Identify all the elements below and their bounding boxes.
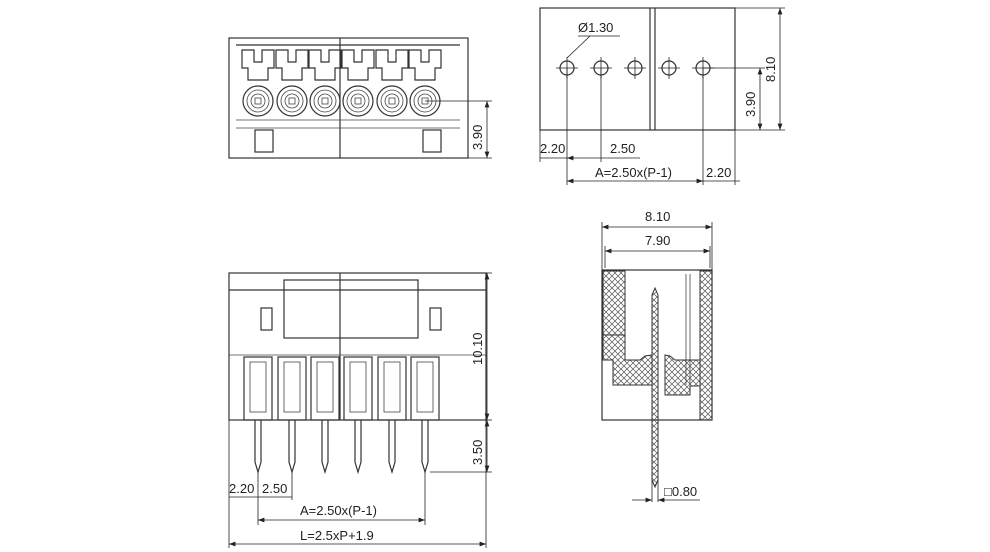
pin [421, 420, 429, 475]
latch [308, 49, 342, 81]
pin-housing [277, 356, 307, 421]
pin-slot [383, 361, 401, 413]
side-pin-dim: 3.50 [470, 440, 485, 465]
section-inner-dim: 7.90 [645, 233, 670, 248]
terminal-outer [376, 85, 408, 117]
top-view: Ø1.30 8.10 3.90 2.20 2.50 A=2.50x(P-1) 2… [539, 7, 785, 185]
side-height-dim: 10.10 [470, 332, 485, 365]
pin [388, 420, 396, 475]
pin [254, 420, 262, 475]
pin-slot [283, 361, 301, 413]
side-length-dim: L=2.5xP+1.9 [300, 528, 374, 543]
pin-housing [343, 356, 373, 421]
terminal-inner [284, 93, 300, 109]
terminal-outer [342, 85, 374, 117]
front-view: 3.90 [228, 37, 492, 159]
latch [375, 49, 409, 81]
terminal-inner [384, 93, 400, 109]
pin [321, 420, 329, 475]
terminal-outer [242, 85, 274, 117]
pin-slot [249, 361, 267, 413]
pin-slot [316, 361, 334, 413]
side-left-dim: 2.20 [229, 481, 254, 496]
latch [275, 49, 309, 81]
side-span-dim: A=2.50x(P-1) [300, 503, 377, 518]
section-pin-dim: □0.80 [664, 484, 697, 499]
terminal-inner [350, 93, 366, 109]
pin-square [321, 97, 329, 105]
pin-square [388, 97, 396, 105]
terminal-ring [280, 89, 304, 113]
top-right-dim: 2.20 [706, 165, 731, 180]
side-pitch-dim: 2.50 [262, 481, 287, 496]
pin-square [354, 97, 362, 105]
section-outer-dim: 8.10 [645, 209, 670, 224]
pin-square [288, 97, 296, 105]
front-height-dim: 3.90 [470, 125, 485, 150]
top-left-dim: 2.20 [540, 141, 565, 156]
pin-slot [349, 361, 367, 413]
terminal-outer [309, 85, 341, 117]
section-view: 8.10 7.90 □0.80 [601, 209, 713, 503]
latch [241, 49, 275, 81]
top-span-dim: A=2.50x(P-1) [595, 165, 672, 180]
pin [354, 420, 362, 475]
terminal-ring [246, 89, 270, 113]
pin [288, 420, 296, 475]
terminal-outer [276, 85, 308, 117]
top-pitch-dim: 2.50 [610, 141, 635, 156]
terminal-ring [346, 89, 370, 113]
latch [408, 49, 442, 81]
pin-housing [377, 356, 407, 421]
hole-diameter-dim: Ø1.30 [578, 20, 613, 35]
top-total-dim: 8.10 [763, 57, 778, 82]
terminal-inner [250, 93, 266, 109]
pin-housing [310, 356, 340, 421]
pin-housing [410, 356, 440, 421]
terminal-ring [313, 89, 337, 113]
terminal-ring [380, 89, 404, 113]
pin-square [254, 97, 262, 105]
terminal-inner [317, 93, 333, 109]
side-view: 10.10 3.50 2.20 2.50 A=2.50x(P-1) L=2.5x… [228, 272, 492, 548]
top-hole-dim: 3.90 [743, 92, 758, 117]
pin-slot [416, 361, 434, 413]
latch [341, 49, 375, 81]
pin-housing [243, 356, 273, 421]
